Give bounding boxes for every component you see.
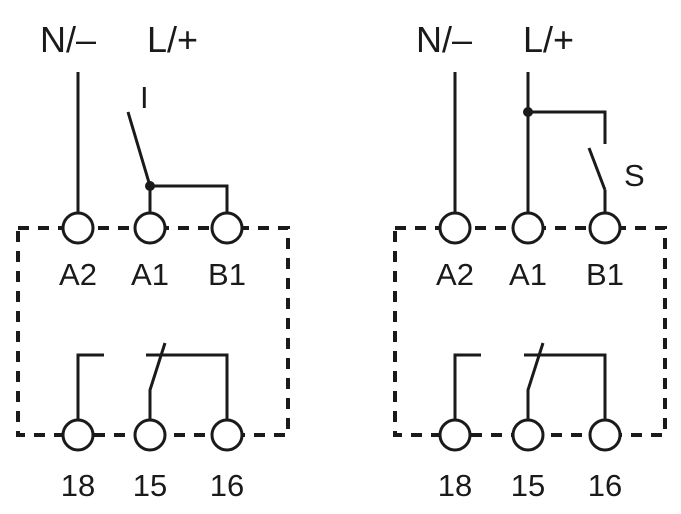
left-label-a1: A1 xyxy=(131,257,169,292)
right-switch-contact xyxy=(587,147,607,191)
right-circuit: N/– L/+ S A2 A1 B1 18 15 16 xyxy=(393,19,667,503)
right-neutral-label: N/– xyxy=(416,19,472,60)
right-terminal-15 xyxy=(511,418,545,452)
left-switch-label: I xyxy=(140,80,149,115)
left-neutral-label: N/– xyxy=(40,19,96,60)
left-contact-15-blade xyxy=(148,342,167,420)
right-terminal-a1 xyxy=(511,211,545,245)
left-terminal-15 xyxy=(133,418,167,452)
right-label-16: 16 xyxy=(588,468,622,503)
right-contact-15-blade xyxy=(526,342,545,420)
left-contact-18 xyxy=(76,353,104,420)
right-label-a1: A1 xyxy=(509,257,547,292)
left-relay-housing xyxy=(16,226,290,437)
right-relay-housing xyxy=(393,226,667,437)
left-line-label: L/+ xyxy=(147,19,198,60)
left-circuit: N/– L/+ I A2 A1 B1 18 15 16 xyxy=(16,19,290,503)
left-label-a2: A2 xyxy=(59,257,97,292)
left-label-18: 18 xyxy=(61,468,95,503)
right-contact-18 xyxy=(453,353,481,420)
left-contact-16 xyxy=(146,353,229,420)
left-label-b1: B1 xyxy=(208,257,246,292)
left-switch-contact xyxy=(126,111,152,187)
right-switch-feed xyxy=(528,110,607,144)
right-terminal-b1 xyxy=(588,211,622,245)
right-terminal-a2 xyxy=(438,211,472,245)
left-terminal-a2 xyxy=(61,211,95,245)
right-switch-label: S xyxy=(624,158,645,193)
left-terminal-16 xyxy=(210,418,244,452)
right-terminal-18 xyxy=(438,418,472,452)
left-b1-wire xyxy=(150,184,229,212)
left-terminal-18 xyxy=(61,418,95,452)
left-label-15: 15 xyxy=(133,468,167,503)
right-terminal-16 xyxy=(588,418,622,452)
right-junction-dot xyxy=(523,107,533,117)
left-junction-dot xyxy=(145,181,155,191)
right-label-a2: A2 xyxy=(436,257,474,292)
right-label-15: 15 xyxy=(511,468,545,503)
right-line-label: L/+ xyxy=(523,19,574,60)
left-terminal-b1 xyxy=(210,211,244,245)
right-label-18: 18 xyxy=(438,468,472,503)
left-label-16: 16 xyxy=(210,468,244,503)
right-contact-16 xyxy=(524,353,607,420)
left-terminal-a1 xyxy=(133,211,167,245)
right-label-b1: B1 xyxy=(586,257,624,292)
